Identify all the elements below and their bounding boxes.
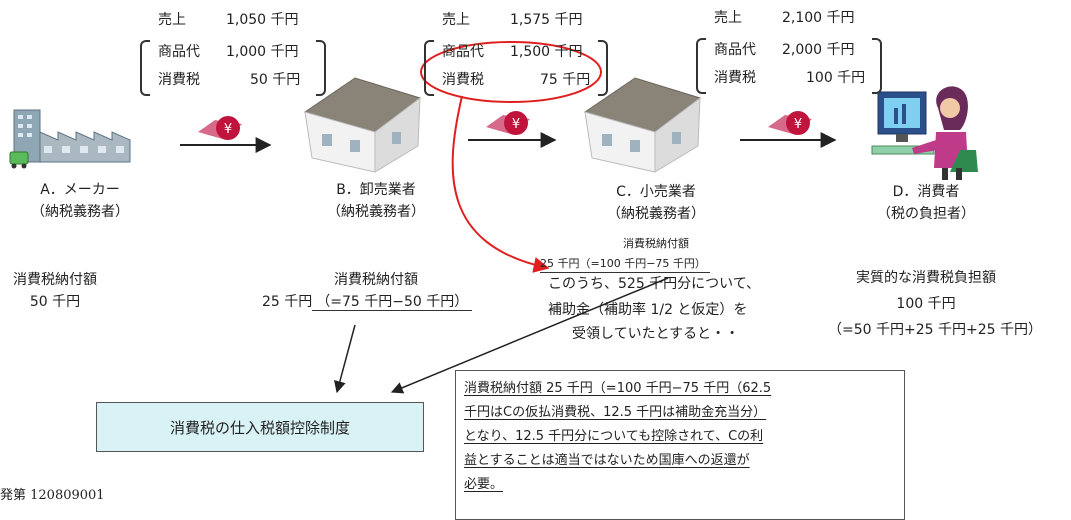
- deduction-system-box: 消費税の仕入税額控除制度: [96, 402, 424, 452]
- flow-1-tax-value: 50 千円: [250, 72, 301, 88]
- flow-1-goods-value: 1,000 千円: [226, 44, 299, 60]
- flow-2-goods-label: 商品代: [442, 44, 484, 60]
- highlight-arrow: [451, 95, 550, 273]
- payment-d-label: 実質的な消費税負担額: [856, 270, 996, 286]
- payment-a-label: 消費税納付額: [13, 272, 97, 288]
- flow-1-tax-label: 消費税: [158, 72, 200, 88]
- diagram-graphics: ¥ ¥ ¥: [9, 41, 978, 394]
- note-line: となり、12.5 千円分についても控除されて、Cの利: [464, 429, 764, 444]
- flow-2-sales-label: 売上: [442, 12, 470, 28]
- subsidy-line-1: このうち、525 千円分について、: [548, 276, 761, 292]
- bracket-right: [316, 40, 326, 96]
- pointer-arrow: [334, 324, 356, 394]
- payment-b-value: 25 千円（=75 千円−50 千円）: [262, 294, 473, 311]
- deduction-system-label: 消費税の仕入税額控除制度: [169, 418, 350, 437]
- bracket-right: [598, 40, 608, 96]
- flow-2-goods-value: 1,500 千円: [510, 44, 583, 60]
- footer-code: 発第 120809001: [0, 488, 105, 503]
- svg-text:¥: ¥: [512, 117, 520, 132]
- highlight-ellipse: [420, 41, 602, 103]
- house-icon: [583, 77, 702, 173]
- entity-d-name: D．消費者: [892, 184, 960, 200]
- payment-d-calc: （=50 千円+25 千円+25 千円）: [828, 322, 1042, 338]
- entity-d-role: （税の負担者）: [877, 206, 975, 222]
- payment-b-label: 消費税納付額: [334, 272, 418, 288]
- consumer-icon: [871, 86, 978, 180]
- bracket-left: [424, 40, 434, 96]
- bracket-left: [696, 38, 706, 94]
- entity-b-name: B．卸売業者: [336, 182, 416, 198]
- note-line: 千円はCの仮払消費税、12.5 千円は補助金充当分）: [464, 405, 767, 420]
- entity-a-role: （納税義務者）: [31, 204, 129, 220]
- flow-2-sales-value: 1,575 千円: [510, 12, 583, 28]
- flow-3-sales-value: 2,100 千円: [782, 10, 855, 26]
- flow-3-goods-label: 商品代: [714, 42, 756, 58]
- flow-2-tax-value: 75 千円: [540, 72, 591, 88]
- entity-b-role: （納税義務者）: [327, 204, 425, 220]
- entity-c-role: （納税義務者）: [607, 206, 705, 222]
- payment-d-value: 100 千円: [896, 296, 956, 312]
- bracket-left: [140, 40, 150, 96]
- flow-1-goods-label: 商品代: [158, 44, 200, 60]
- bracket-right: [872, 38, 882, 94]
- flow-1-sales-label: 売上: [158, 12, 186, 28]
- house-icon: [303, 77, 422, 173]
- factory-icon: [9, 109, 131, 169]
- yen-coin-icon: ¥: [198, 116, 242, 140]
- flow-2-tax-label: 消費税: [442, 72, 484, 88]
- note-line: 必要。: [464, 477, 504, 492]
- yen-coin-icon: ¥: [486, 111, 530, 135]
- note-line: 消費税納付額 25 千円（=100 千円−75 千円（62.5: [464, 381, 772, 396]
- svg-text:¥: ¥: [794, 117, 802, 132]
- pointer-arrow: [390, 277, 669, 394]
- entity-a-name: A．メーカー: [40, 182, 120, 198]
- svg-text:¥: ¥: [224, 122, 232, 137]
- flow-3-tax-value: 100 千円: [806, 70, 866, 86]
- subsidy-line-3: 受領していたとすると・・: [572, 326, 740, 342]
- flow-1-sales-value: 1,050 千円: [226, 12, 299, 28]
- flow-3-goods-value: 2,000 千円: [782, 42, 855, 58]
- flow-3-tax-label: 消費税: [714, 70, 756, 86]
- flow-3-sales-label: 売上: [714, 10, 742, 26]
- entity-c-name: C．小売業者: [616, 184, 696, 200]
- payment-c-value: 25 千円（=100 千円−75 千円）: [540, 256, 710, 273]
- payment-a-value: 50 千円: [29, 294, 81, 310]
- note-box: 消費税納付額 25 千円（=100 千円−75 千円（62.5 千円はCの仮払消…: [455, 370, 905, 520]
- yen-coin-icon: ¥: [768, 111, 812, 135]
- payment-c-label: 消費税納付額: [623, 237, 689, 250]
- subsidy-line-2: 補助金（補助率 1/2 と仮定）を: [548, 302, 748, 318]
- note-line: 益とすることは適当ではないため国庫への返還が: [464, 453, 750, 468]
